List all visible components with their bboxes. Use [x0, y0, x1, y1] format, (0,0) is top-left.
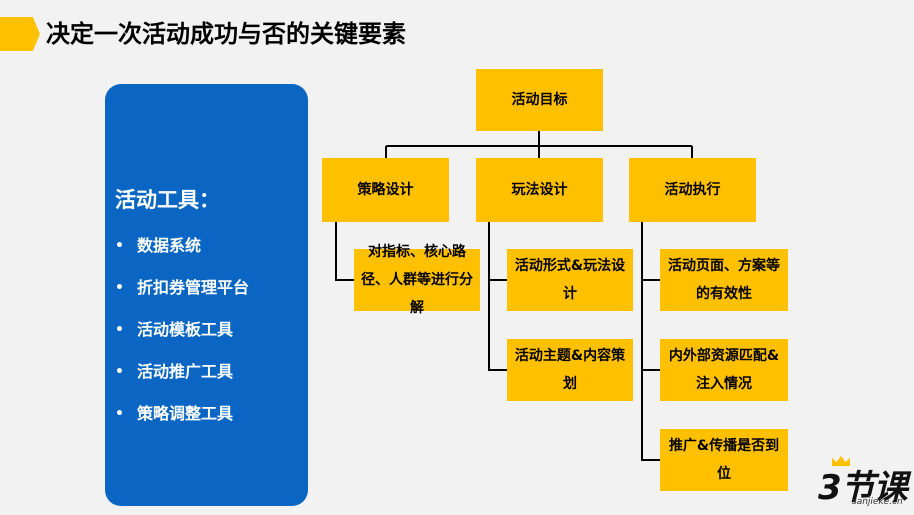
- bullet-icon: •: [115, 280, 124, 296]
- list-item: • 折扣券管理平台: [115, 276, 249, 318]
- list-item: • 活动推广工具: [115, 360, 249, 402]
- tools-item-label: 活动推广工具: [137, 362, 234, 381]
- node-leaf: 活动形式&玩法设计: [507, 249, 633, 311]
- list-item: • 策略调整工具: [115, 402, 249, 444]
- node-leaf: 推广&传播是否到位: [660, 429, 788, 491]
- page-title: 决定一次活动成功与否的关键要素: [46, 20, 406, 48]
- node-branch: 活动执行: [629, 158, 756, 222]
- node-leaf: 对指标、核心路径、人群等进行分解: [354, 244, 480, 316]
- list-item: • 活动模板工具: [115, 318, 249, 360]
- bullet-icon: •: [115, 238, 124, 254]
- bullet-icon: •: [115, 322, 124, 338]
- node-leaf: 内外部资源匹配&注入情况: [660, 339, 788, 401]
- tools-item-label: 折扣券管理平台: [137, 278, 250, 297]
- tools-item-label: 策略调整工具: [137, 404, 234, 423]
- node-branch: 策略设计: [322, 158, 449, 222]
- node-branch: 玩法设计: [476, 158, 603, 222]
- bullet-icon: •: [115, 364, 124, 380]
- tools-item-label: 活动模板工具: [137, 320, 234, 339]
- brand-logo: 3节课 sanjieke.cn: [818, 456, 908, 510]
- crown-icon: [832, 456, 850, 466]
- connector-line: [641, 222, 660, 461]
- bullet-icon: •: [115, 406, 124, 422]
- node-leaf: 活动主题&内容策划: [507, 339, 633, 401]
- tools-item-label: 数据系统: [137, 236, 202, 255]
- connector-line: [488, 222, 507, 371]
- list-item: • 数据系统: [115, 234, 249, 276]
- tools-panel: 活动工具： • 数据系统 • 折扣券管理平台 • 活动模板工具 • 活动推广工具 • 策略…: [105, 84, 308, 506]
- tools-heading: 活动工具：: [115, 188, 220, 212]
- logo-subtitle: sanjieke.cn: [852, 497, 903, 507]
- tools-list: • 数据系统 • 折扣券管理平台 • 活动模板工具 • 活动推广工具 • 策略调整工具: [115, 234, 249, 444]
- title-accent-bar: [0, 17, 40, 51]
- connector-line: [335, 222, 354, 281]
- node-root: 活动目标: [476, 69, 603, 131]
- node-leaf: 活动页面、方案等的有效性: [660, 249, 788, 311]
- logo-text: 3节课: [818, 468, 908, 508]
